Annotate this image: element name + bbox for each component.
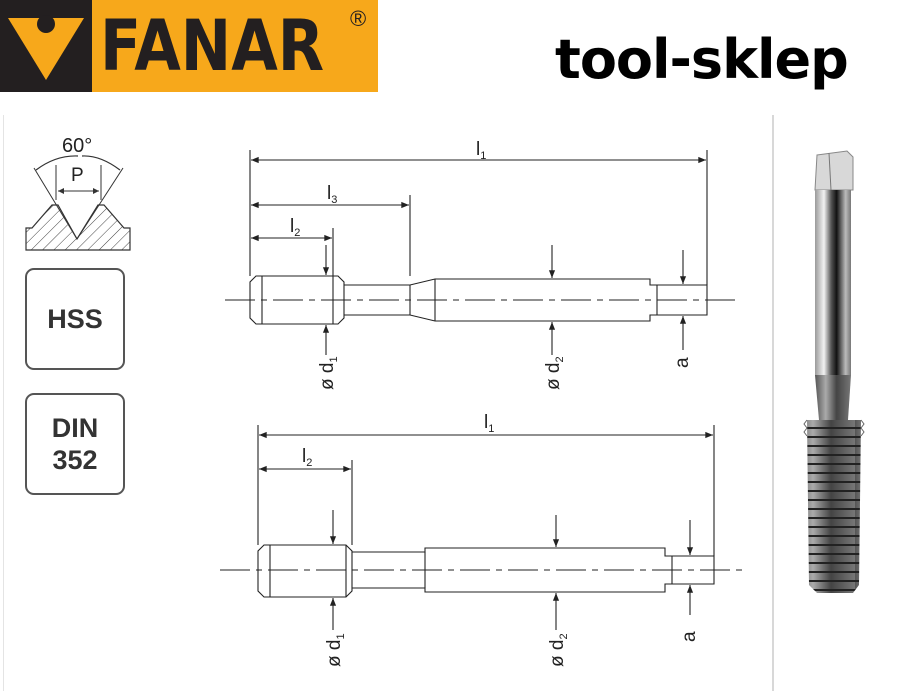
standard-label-line1: DIN [51, 413, 99, 443]
top-d1-label: ø d1 [317, 356, 340, 390]
top-l1-label: l1 [476, 139, 486, 162]
material-label: HSS [47, 304, 103, 334]
top-l2-label: l2 [290, 216, 300, 239]
bottom-a-label: a [679, 631, 700, 642]
top-d2-label: ø d2 [543, 356, 566, 390]
bottom-tap-outline [220, 425, 742, 630]
tap-product-image [803, 150, 865, 593]
vertical-divider [772, 115, 774, 691]
logo-text: FANAR [100, 5, 325, 87]
angle-label: 60° [62, 135, 92, 157]
top-tap-outline [225, 150, 740, 355]
pitch-label: P [71, 165, 84, 186]
bottom-l2-label: l2 [302, 446, 312, 469]
left-divider [3, 115, 4, 691]
material-badge: HSS [25, 268, 125, 370]
top-a-label: a [672, 357, 693, 368]
bottom-d1-label: ø d1 [324, 633, 347, 667]
bottom-d2-label: ø d2 [547, 633, 570, 667]
bottom-l1-label: l1 [484, 412, 494, 435]
registered-mark: ® [350, 6, 367, 31]
top-l3-label: l3 [327, 183, 337, 206]
v-icon [8, 15, 84, 80]
logo-v-mark [0, 0, 92, 92]
technical-drawing: l1 l3 l2 ø d1 ø d2 a l1 l2 ø d1 ø d2 a [220, 139, 742, 667]
standard-badge: DIN 352 [25, 393, 125, 495]
fanar-logo: FANAR ® [0, 0, 378, 92]
thread-profile-diagram: 60° P [25, 135, 131, 251]
standard-label-line2: 352 [52, 445, 98, 475]
shop-name: tool-sklep [555, 28, 849, 91]
